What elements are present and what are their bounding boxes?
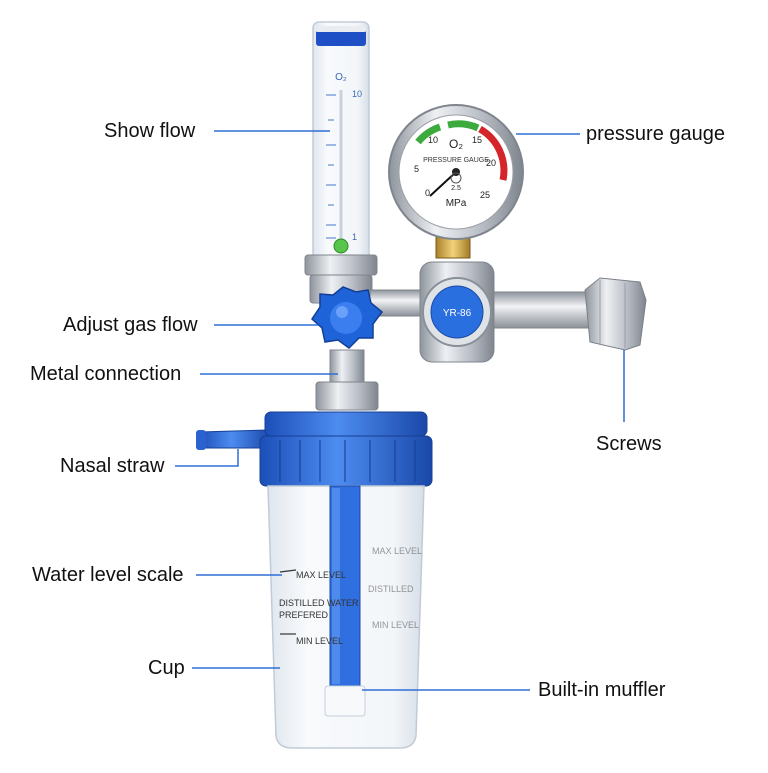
svg-text:MIN LEVEL: MIN LEVEL [372,620,419,630]
flow-scale-ticks [326,94,336,239]
flowmeter-cap [316,30,366,46]
flow-ball [333,238,349,254]
svg-text:DISTILLED: DISTILLED [368,584,414,594]
label-show-flow: Show flow [104,120,196,142]
gauge-tick-25: 25 [480,190,490,200]
gauge-tick-20: 20 [486,158,496,168]
label-pressure-gauge: pressure gauge [586,123,725,145]
svg-text:MAX LEVEL: MAX LEVEL [372,546,422,556]
label-cup: Cup [148,657,185,679]
cup-preferred: PREFERED [279,610,329,620]
cup-min-level: MIN LEVEL [296,636,343,646]
inlet-pipe [493,291,591,329]
muffler [324,685,366,717]
flow-scale-top: 10 [352,89,362,99]
hex-nut [584,277,647,351]
label-nasal-straw: Nasal straw [60,455,165,477]
flow-gas-label: O₂ [335,72,347,83]
regulator-body: YR-86 [419,261,647,363]
flow-scale-bottom: 1 [352,232,357,242]
gauge-title: PRESSURE GAUGE [423,157,489,164]
label-water-level-scale: Water level scale [32,564,184,586]
humidifier-cup [267,485,425,749]
cup-max-level: MAX LEVEL [296,570,346,580]
gauge-center-mark: 2.5 [451,185,461,192]
label-adjust-gas-flow: Adjust gas flow [63,314,198,336]
nasal-straw-outlet [196,429,271,450]
label-screws: Screws [596,433,662,455]
pressure-gauge: O₂ PRESSURE GAUGE 0 5 10 15 20 25 2.5 MP… [388,104,524,259]
water-level-marks: MAX LEVEL DISTILLED WATER PREFERED MIN L… [279,546,422,646]
label-built-in-muffler: Built-in muffler [538,679,666,701]
gauge-tick-0: 0 [425,188,430,198]
leader-lines [175,130,625,691]
cup-cap [259,411,433,487]
gauge-tick-5: 5 [414,164,419,174]
gauge-gas-label: O₂ [449,137,463,151]
regulator-model: YR-86 [443,308,472,319]
gauge-unit: MPa [446,198,467,209]
label-metal-connection: Metal connection [30,363,182,385]
gauge-tick-15: 15 [472,135,482,145]
flow-adjust-knob [311,286,384,349]
metal-connector [315,349,379,411]
gauge-tick-10: 10 [428,135,438,145]
cup-distilled-water: DISTILLED WATER [279,598,359,608]
leader-nasal-straw [175,449,239,467]
flowmeter-tube: O₂ 10 1 [304,21,378,304]
